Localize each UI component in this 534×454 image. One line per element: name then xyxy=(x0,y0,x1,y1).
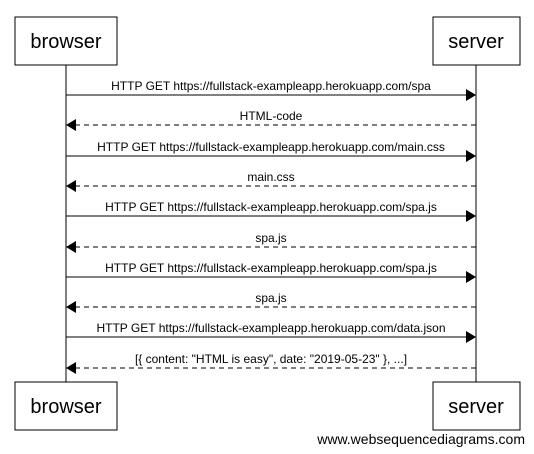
actor-box xyxy=(432,16,521,66)
message-label: main.css xyxy=(247,170,294,184)
message-label: HTTP GET https://fullstack-exampleapp.he… xyxy=(97,140,445,154)
actors-top: browser server xyxy=(14,16,521,66)
message-label: HTML-code xyxy=(240,109,303,123)
arrowhead-icon xyxy=(466,150,476,162)
arrowhead-icon xyxy=(66,180,76,192)
message-9: HTTP GET https://fullstack-exampleapp.he… xyxy=(66,321,476,343)
message-2: HTML-code xyxy=(66,109,476,131)
message-1: HTTP GET https://fullstack-exampleapp.he… xyxy=(66,79,476,101)
message-label: HTTP GET https://fullstack-exampleapp.he… xyxy=(96,321,445,335)
message-label: spa.js xyxy=(255,231,286,245)
arrowhead-icon xyxy=(466,210,476,222)
watermark-text: www.websequencediagrams.com xyxy=(316,431,525,447)
message-10: [{ content: "HTML is easy", date: "2019-… xyxy=(66,352,476,374)
actor-box xyxy=(432,381,521,431)
actor-browser-bottom: browser xyxy=(14,381,118,431)
message-8: spa.js xyxy=(66,291,476,313)
arrowhead-icon xyxy=(66,362,76,374)
actor-server-top: server xyxy=(432,16,521,66)
lifelines xyxy=(65,65,477,382)
arrowhead-icon xyxy=(466,331,476,343)
message-3: HTTP GET https://fullstack-exampleapp.he… xyxy=(66,140,476,162)
message-label: HTTP GET https://fullstack-exampleapp.he… xyxy=(105,200,437,214)
actor-box xyxy=(14,381,118,431)
arrowhead-icon xyxy=(466,271,476,283)
message-6: spa.js xyxy=(66,231,476,253)
message-label: spa.js xyxy=(255,291,286,305)
arrowhead-icon xyxy=(66,241,76,253)
actors-bottom: browser server xyxy=(14,381,521,431)
message-4: main.css xyxy=(66,170,476,192)
actor-label: browser xyxy=(30,396,101,418)
actor-box xyxy=(14,16,118,66)
message-5: HTTP GET https://fullstack-exampleapp.he… xyxy=(66,200,476,222)
message-label: [{ content: "HTML is easy", date: "2019-… xyxy=(135,352,407,366)
actor-label: server xyxy=(448,396,504,418)
actor-label: browser xyxy=(30,31,101,53)
message-7: HTTP GET https://fullstack-exampleapp.he… xyxy=(66,261,476,283)
actor-label: server xyxy=(448,31,504,53)
arrowhead-icon xyxy=(66,301,76,313)
messages: HTTP GET https://fullstack-exampleapp.he… xyxy=(66,79,476,374)
message-label: HTTP GET https://fullstack-exampleapp.he… xyxy=(111,79,431,93)
actor-browser-top: browser xyxy=(14,16,118,66)
actor-server-bottom: server xyxy=(432,381,521,431)
message-label: HTTP GET https://fullstack-exampleapp.he… xyxy=(105,261,437,275)
arrowhead-icon xyxy=(466,89,476,101)
arrowhead-icon xyxy=(66,119,76,131)
